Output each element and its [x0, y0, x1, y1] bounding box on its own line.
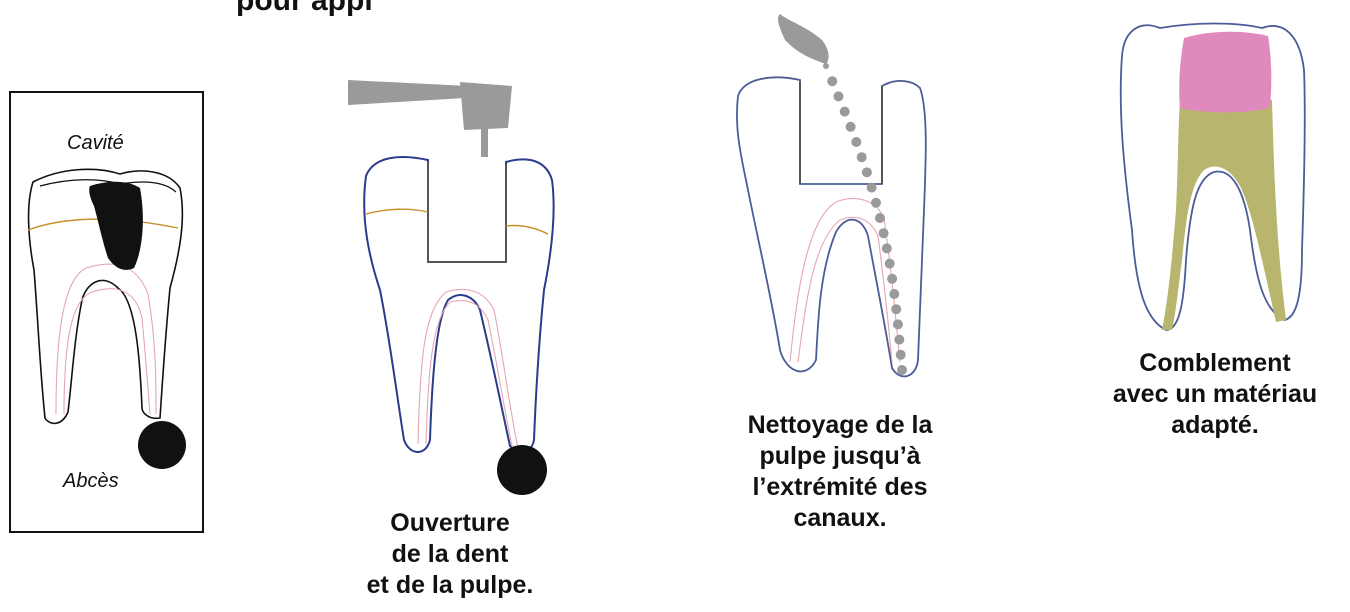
caption-line: l’extrémité des	[710, 472, 970, 503]
panel-opening	[348, 80, 554, 495]
tooth-outline-blue	[364, 157, 553, 452]
file-dot	[827, 76, 837, 86]
access-cavity	[428, 162, 506, 262]
file-dot	[894, 335, 904, 345]
caption-step-4: Comblement avec un matériau adapté.	[1090, 348, 1340, 441]
file-dot	[887, 274, 897, 284]
abscess	[138, 421, 186, 469]
caption-line: adapté.	[1090, 410, 1340, 441]
file-dot	[875, 213, 885, 223]
file-dot	[851, 137, 861, 147]
panel-cavity-abscess	[10, 92, 203, 532]
file-dot	[840, 107, 850, 117]
file-dot	[834, 91, 844, 101]
caption-line: Ouverture	[330, 508, 570, 539]
file-dot	[871, 198, 881, 208]
caption-line: canaux.	[710, 503, 970, 534]
file-dot	[893, 319, 903, 329]
file-dot	[891, 304, 901, 314]
caption-line: de la dent	[330, 539, 570, 570]
file-dot	[867, 183, 877, 193]
drill-head	[460, 82, 512, 130]
caption-line: Comblement	[1090, 348, 1340, 379]
file-dot	[862, 167, 872, 177]
file-handle	[778, 14, 829, 64]
drill-handpiece	[348, 80, 468, 105]
file-dot	[889, 289, 899, 299]
file-dot	[857, 152, 867, 162]
caption-step-2: Ouverture de la dent et de la pulpe.	[330, 508, 570, 601]
abscess	[497, 445, 547, 495]
caption-line: pulpe jusqu’à	[710, 441, 970, 472]
file-dot	[882, 243, 892, 253]
caption-line: et de la pulpe.	[330, 570, 570, 601]
caption-step-3: Nettoyage de la pulpe jusqu’à l’extrémit…	[710, 410, 970, 534]
panel-filling	[1121, 24, 1305, 331]
caption-line: Nettoyage de la	[710, 410, 970, 441]
file-dot	[846, 122, 856, 132]
panel-cleaning	[737, 14, 926, 376]
caption-line: avec un matériau	[1090, 379, 1340, 410]
file-dot	[897, 365, 907, 375]
label-abscess: Abcès	[63, 470, 119, 493]
label-cavity: Cavité	[67, 132, 124, 155]
drill-bit	[481, 128, 488, 157]
file-dot	[823, 63, 829, 69]
file-dot	[879, 228, 889, 238]
file-dot	[885, 259, 895, 269]
crown-filling	[1179, 32, 1271, 113]
file-dot	[896, 350, 906, 360]
